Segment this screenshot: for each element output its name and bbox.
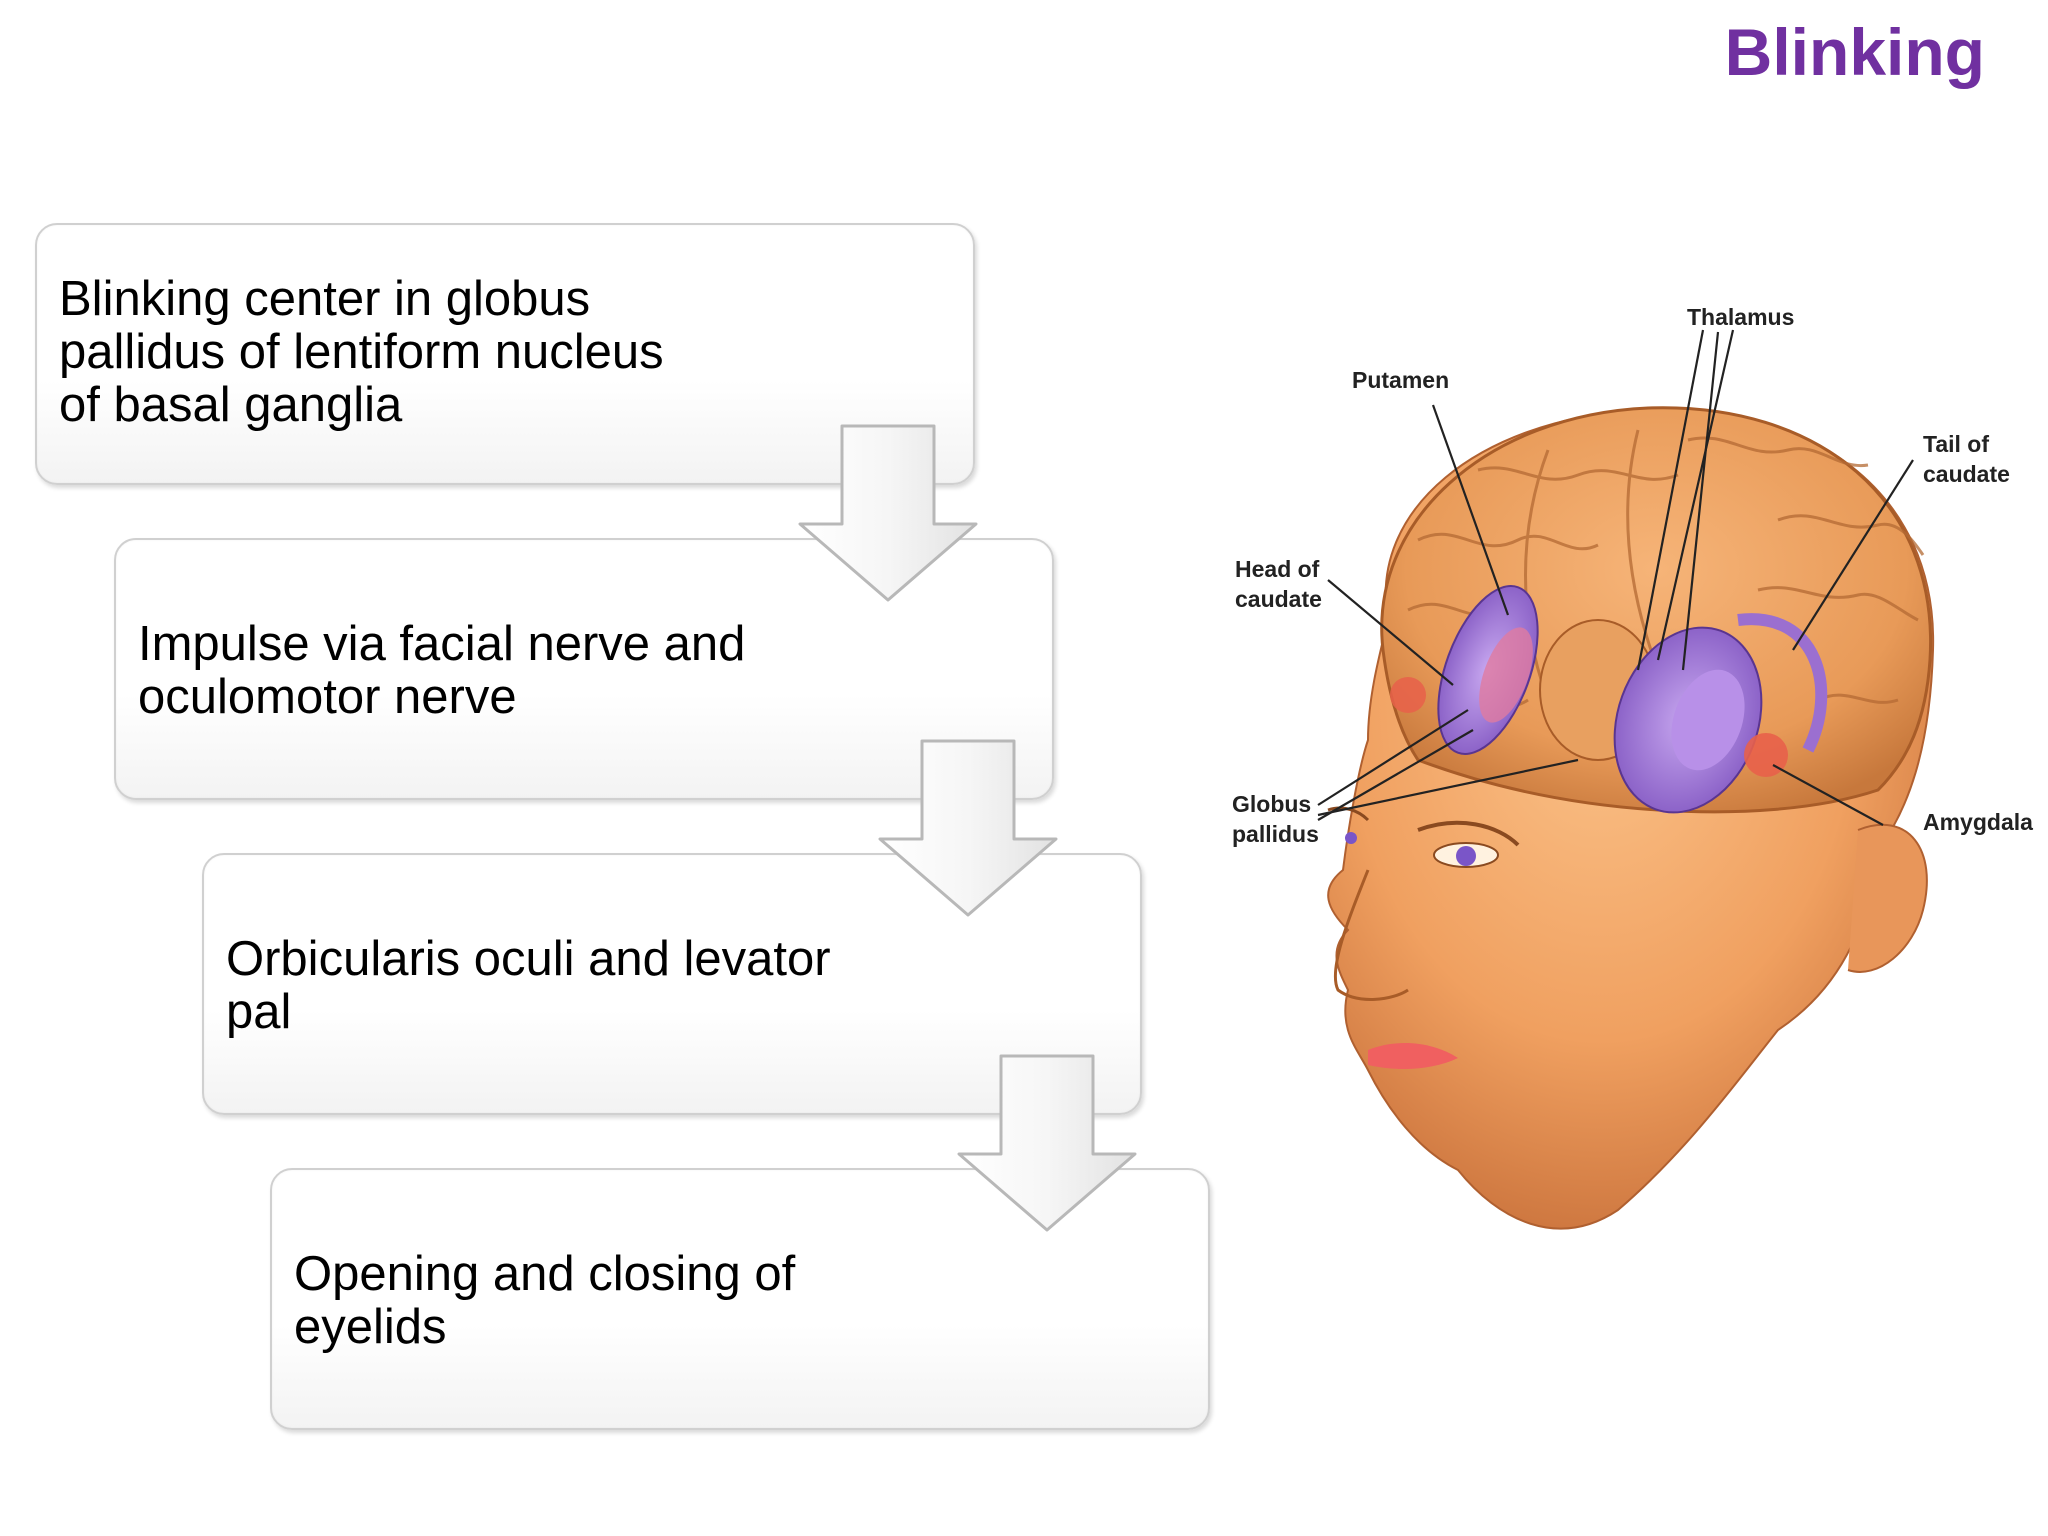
flow-step-3: Orbicularis oculi and levator pal [202,853,1142,1115]
ear [1847,823,1928,973]
basal-ganglia [1390,585,1828,814]
down-arrow-icon [798,424,978,602]
label-head-of-caudate-1: Head of [1235,556,1320,582]
down-arrow-icon [878,739,1058,917]
slide-title: Blinking [1724,15,1985,89]
flow-step-2-text: Impulse via facial nerve and oculomotor … [138,617,746,724]
label-amygdala: Amygdala [1923,809,2033,835]
basal-ganglia-head-illustration: Thalamus Putamen Tail of caudate Head of… [1232,304,2033,1230]
label-thalamus: Thalamus [1687,304,1794,330]
flow-step-1: Blinking center in globus pallidus of le… [35,223,975,485]
down-arrow-icon [957,1054,1137,1232]
label-globus-pallidus-1: Globus [1232,791,1311,817]
flow-step-4-text: Opening and closing of eyelids [294,1247,796,1354]
label-head-of-caudate-2: caudate [1235,586,1322,612]
label-tail-of-caudate-1: Tail of [1923,431,1989,457]
flow-step-3-text: Orbicularis oculi and levator pal [226,932,831,1039]
label-leaders [1317,329,1914,826]
label-tail-of-caudate-2: caudate [1923,461,2010,487]
label-globus-pallidus-2: pallidus [1232,821,1319,847]
lips [1368,1043,1458,1070]
label-putamen: Putamen [1352,367,1449,393]
flow-step-1-text: Blinking center in globus pallidus of le… [59,272,664,432]
brain-cerebrum [1380,406,1933,814]
